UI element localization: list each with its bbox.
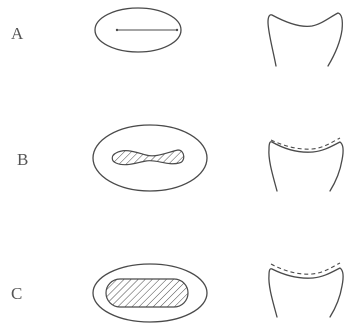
wear-facet-c	[106, 279, 188, 307]
side-profile-a	[268, 13, 342, 66]
side-profile-b	[269, 138, 343, 191]
wear-line-end-left	[116, 29, 118, 31]
row-label-a: A	[11, 24, 24, 43]
wear-facet-b	[112, 150, 184, 165]
worn-profile-c	[269, 268, 343, 317]
row-label-b: B	[17, 150, 28, 169]
row-b: B	[17, 125, 343, 191]
occlusal-view-b	[93, 125, 207, 191]
row-c: C	[11, 263, 343, 322]
row-a: A	[11, 8, 342, 66]
row-label-c: C	[11, 284, 22, 303]
side-profile-c	[269, 263, 343, 317]
occlusal-view-c	[93, 264, 207, 322]
occlusal-view-a	[95, 8, 181, 52]
wear-line-end-right	[176, 29, 178, 31]
